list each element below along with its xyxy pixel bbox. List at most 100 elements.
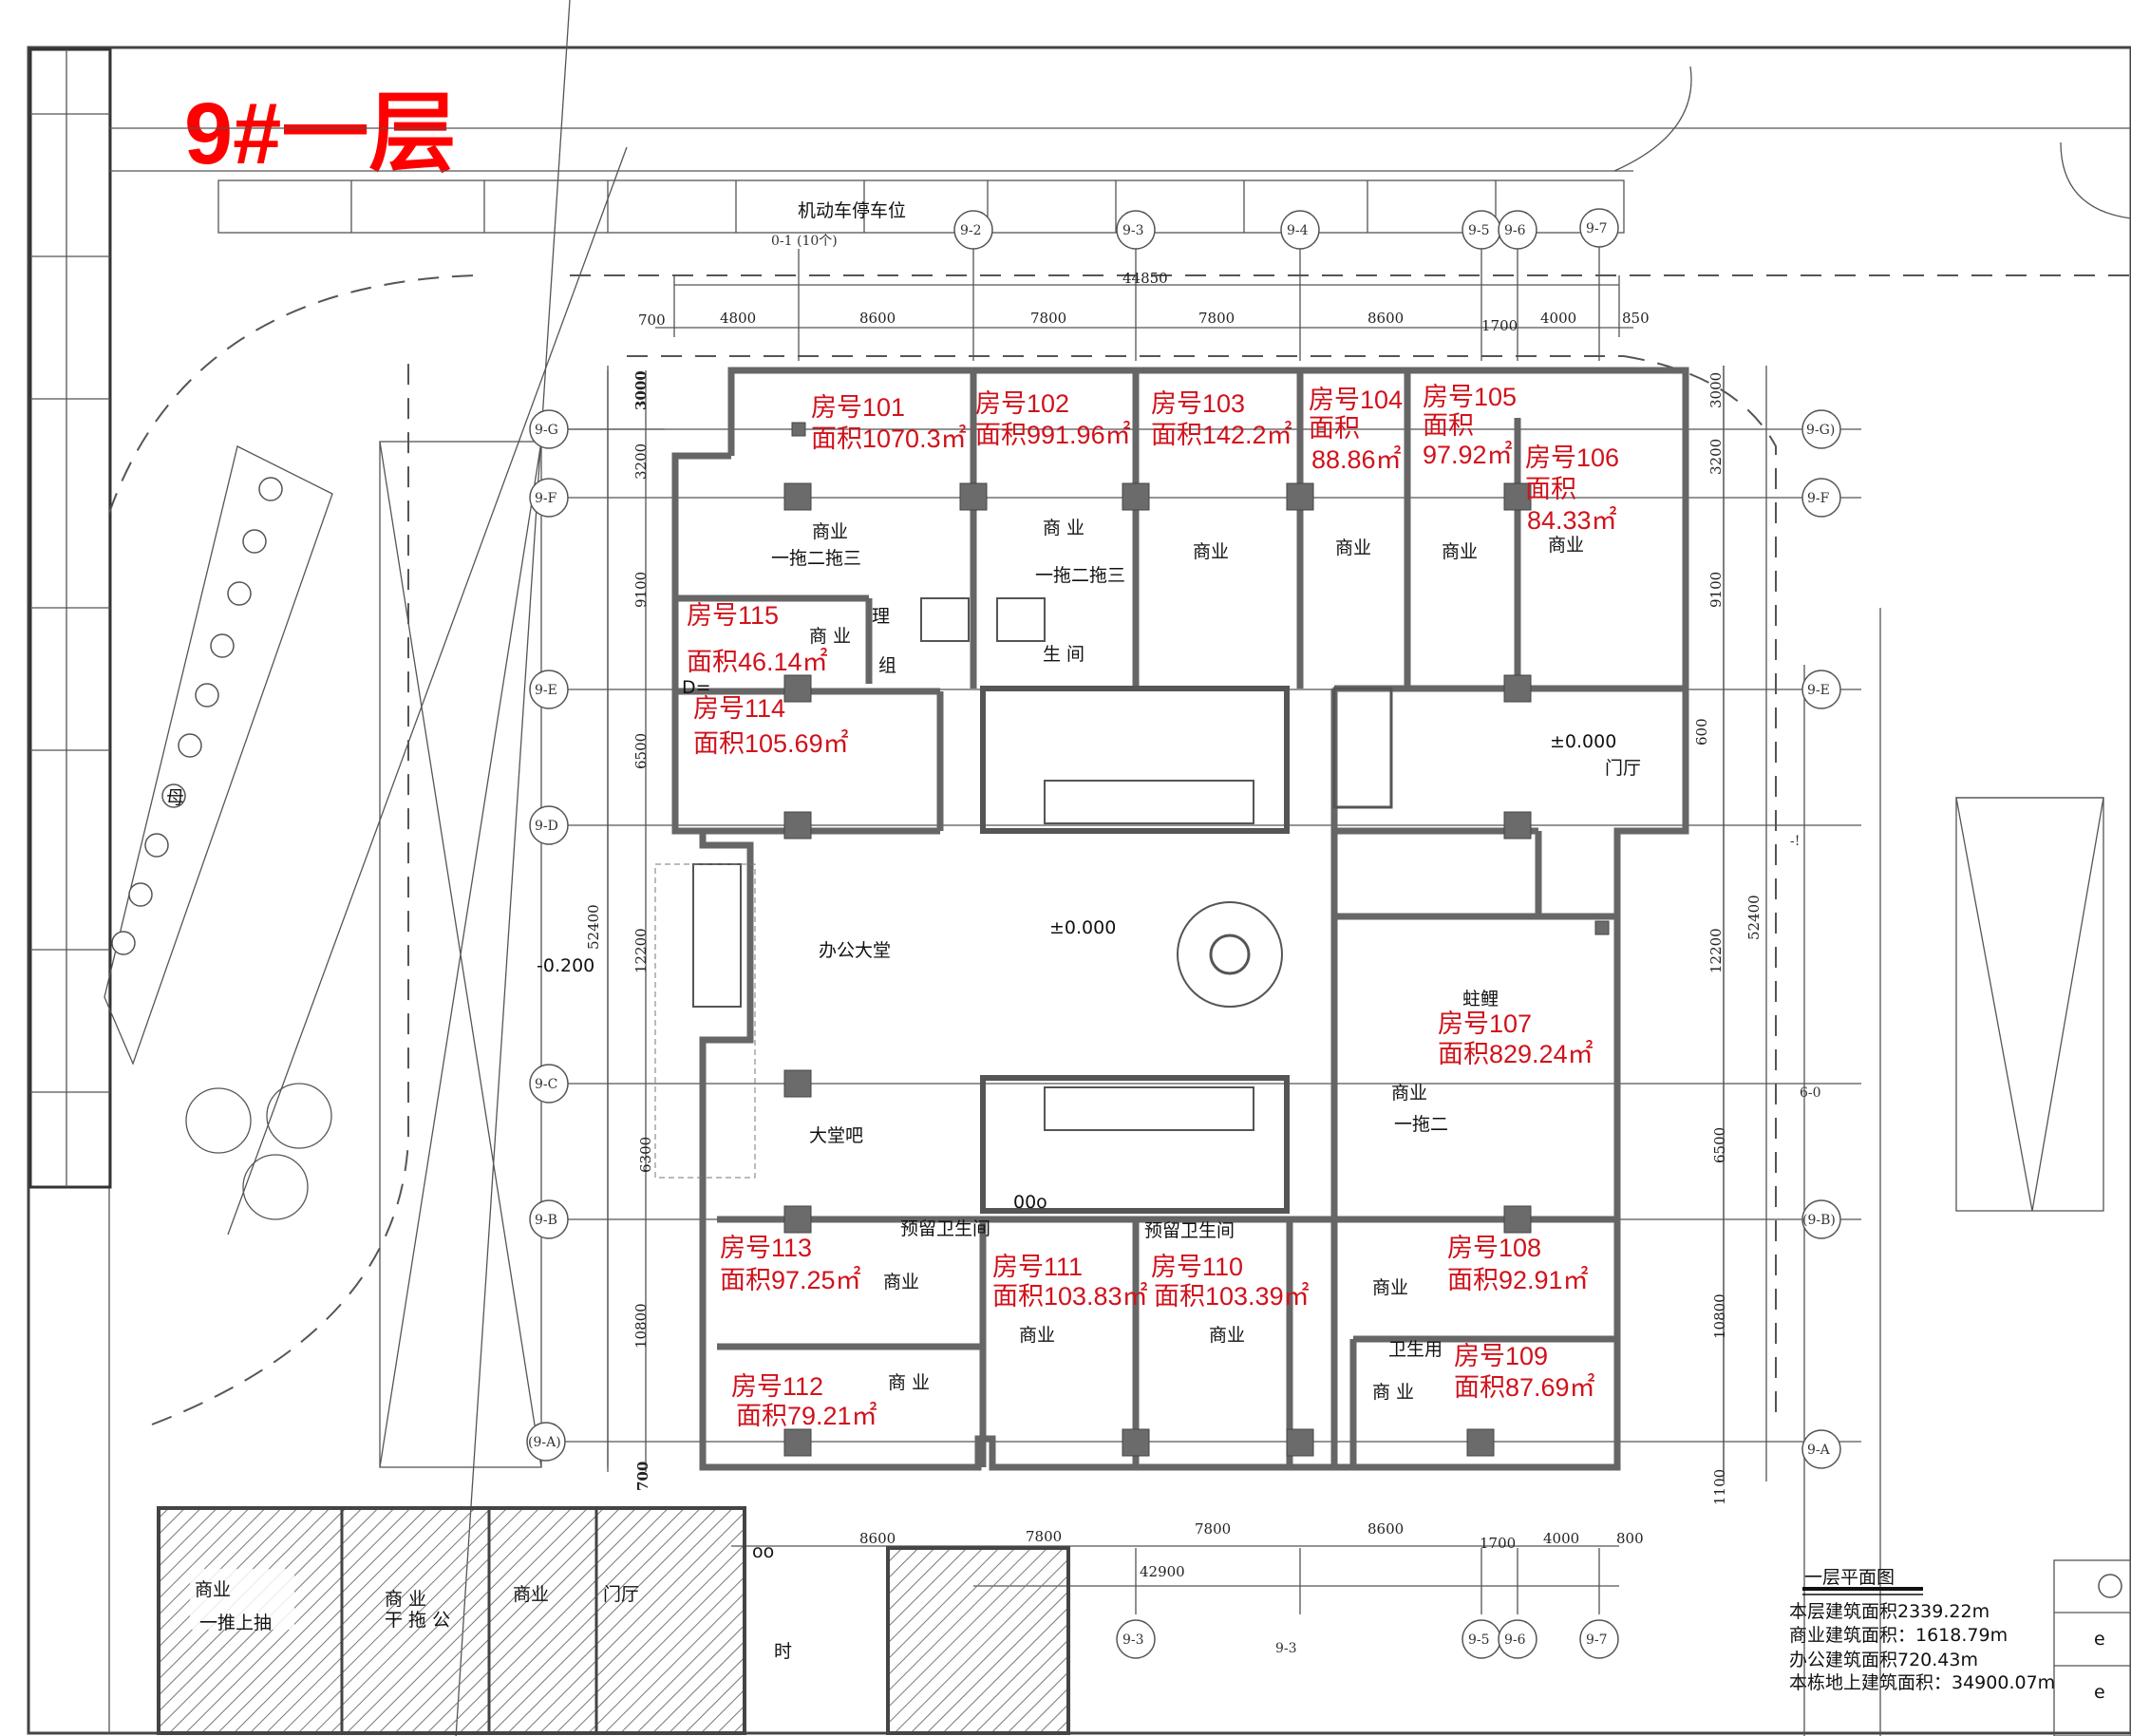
title-block-strip xyxy=(28,47,112,1189)
commercial-area: 商业建筑面积：1618.79m xyxy=(1789,1625,2008,1646)
room-number: 房号114 xyxy=(693,694,785,723)
axis-bubble: (9-A) xyxy=(528,1435,561,1450)
area-legend xyxy=(1802,1587,1923,1595)
label-commercial: 商 业 xyxy=(1372,1382,1414,1403)
label-commercial: 商业 xyxy=(1193,541,1229,562)
left-dim: 3200 xyxy=(632,443,650,480)
room-area: 面积79.21㎡ xyxy=(736,1402,877,1430)
label-commercial: 商 业 xyxy=(809,626,851,647)
axis-bubble: 9-D xyxy=(535,819,558,834)
parking-stalls xyxy=(217,179,1625,234)
top-dim: 4000 xyxy=(1540,310,1576,327)
label-commercial: 商业 xyxy=(812,521,848,542)
top-total-dim: 44850 xyxy=(1122,270,1168,287)
top-dim: 700 xyxy=(638,311,666,329)
top-dim: 8600 xyxy=(1367,310,1404,327)
room-area: 面积92.91㎡ xyxy=(1447,1266,1589,1294)
annex-label-bg xyxy=(190,1569,294,1630)
room-number: 房号111 xyxy=(992,1253,1083,1281)
axis-bubble: 9-6 xyxy=(1504,223,1526,238)
axis-bubble: 9-3 xyxy=(1122,223,1144,238)
label-mother: 母 xyxy=(166,787,184,808)
label-toilet-reserved: 预留卫生间 xyxy=(1144,1220,1235,1241)
right-dim: 10800 xyxy=(1711,1293,1728,1339)
label-shi: 时 xyxy=(774,1641,792,1662)
label-yituo: 一拖二拖三 xyxy=(1035,565,1125,586)
room-area: 面积46.14㎡ xyxy=(687,648,828,676)
bottom-dim: 7800 xyxy=(1195,1520,1231,1538)
side-mark: e xyxy=(2094,1629,2105,1650)
label-ooo: 00o xyxy=(1013,1192,1047,1213)
room-number: 房号115 xyxy=(687,601,779,630)
room-area-label: 面积 xyxy=(1423,411,1474,440)
building-total-area: 本栋地上建筑面积：34900.07m xyxy=(1789,1672,2055,1693)
right-total-dim: 52400 xyxy=(1745,895,1763,940)
label-commercial: 商 业 xyxy=(888,1372,930,1393)
bottom-total-dim: 42900 xyxy=(1140,1563,1185,1580)
axis-bubble: 9-E xyxy=(535,683,557,698)
left-dim: 6500 xyxy=(632,733,650,769)
room-area: 97.92㎡ xyxy=(1423,441,1513,469)
label-commercial: 商业 xyxy=(1442,541,1478,562)
room-number: 房号110 xyxy=(1151,1253,1243,1281)
label-commercial: 商业 xyxy=(1209,1325,1245,1346)
bottom-dimension-lines xyxy=(731,1545,1619,1659)
room-number: 房号105 xyxy=(1423,383,1517,411)
annex-building xyxy=(157,1506,1070,1735)
room-number: 房号104 xyxy=(1309,386,1403,414)
left-dim: 9100 xyxy=(632,572,650,608)
label-d: D= xyxy=(682,677,711,698)
bottom-dim: 7800 xyxy=(1026,1528,1062,1545)
axis-bubble: 9-3 xyxy=(1122,1632,1144,1648)
room-area: 面积142.2㎡ xyxy=(1151,421,1292,449)
axis-bubble: 9-5 xyxy=(1468,1632,1490,1648)
right-dim: 12200 xyxy=(1707,928,1725,973)
room-number: 房号103 xyxy=(1151,389,1245,418)
label-commercial: 商业 xyxy=(1372,1277,1408,1298)
annex-commercial: 商 业 xyxy=(385,1589,426,1610)
label-group: 组 xyxy=(878,655,896,676)
annex-label: 干 拖 公 xyxy=(385,1610,450,1631)
room-area: 面积829.24㎡ xyxy=(1438,1040,1594,1068)
room-number: 房号109 xyxy=(1454,1342,1548,1370)
floor-area-label: 本层建筑面积 xyxy=(1789,1601,1897,1622)
drawing-title: 9#一层 xyxy=(184,85,456,182)
label-frog: 蛀鲤 xyxy=(1462,989,1499,1010)
room-number: 房号101 xyxy=(811,393,905,422)
axis-bubble: 9-2 xyxy=(960,223,982,238)
label-commercial: 商业 xyxy=(1335,538,1371,558)
annex-commercial: 商业 xyxy=(513,1584,549,1605)
left-total-dim: 52400 xyxy=(585,904,602,950)
bottom-dim: 8600 xyxy=(859,1530,896,1547)
label-toilet-reserved: 预留卫生间 xyxy=(900,1218,990,1239)
room-area: 面积97.25㎡ xyxy=(720,1266,861,1294)
function-labels: 商业 一拖二拖三 商 业 一拖二拖三 商业 商业 商业 商业 商 业 组 理 生… xyxy=(537,518,1641,1662)
room-area: 面积1070.3㎡ xyxy=(811,425,967,453)
room-area: 84.33㎡ xyxy=(1527,506,1617,535)
axis-bubble: 9-7 xyxy=(1586,1632,1608,1648)
room-number: 房号106 xyxy=(1525,443,1619,472)
room-area: 面积103.83㎡ xyxy=(992,1282,1148,1311)
top-dim: 850 xyxy=(1622,310,1650,327)
label-commercial: 商业 xyxy=(1019,1325,1055,1346)
right-dim: 3200 xyxy=(1707,439,1725,475)
road-lines xyxy=(108,0,2131,1736)
right-axis-bubbles xyxy=(1801,409,1841,1469)
axis-bubble: 9-4 xyxy=(1287,223,1309,238)
axis-bubble: -! xyxy=(1790,834,1800,849)
left-dim: 700 xyxy=(634,1462,651,1491)
room-number: 房号112 xyxy=(731,1372,823,1401)
axis-grid xyxy=(546,366,1861,1481)
axis-bubble: 9-F xyxy=(1807,491,1830,506)
axis-bubble: 9-5 xyxy=(1468,223,1490,238)
bottom-dim: 1700 xyxy=(1480,1535,1516,1552)
bottom-dim: 4000 xyxy=(1543,1530,1579,1547)
right-dim: 600 xyxy=(1693,718,1710,745)
label-commercial: 商业 xyxy=(1548,535,1584,556)
left-axis-bubbles xyxy=(526,409,569,1462)
building-walls xyxy=(654,367,1689,1471)
axis-bubble: 9-A xyxy=(1807,1443,1831,1458)
top-axis-lines xyxy=(798,208,1619,361)
top-dim: 7800 xyxy=(1030,310,1066,327)
